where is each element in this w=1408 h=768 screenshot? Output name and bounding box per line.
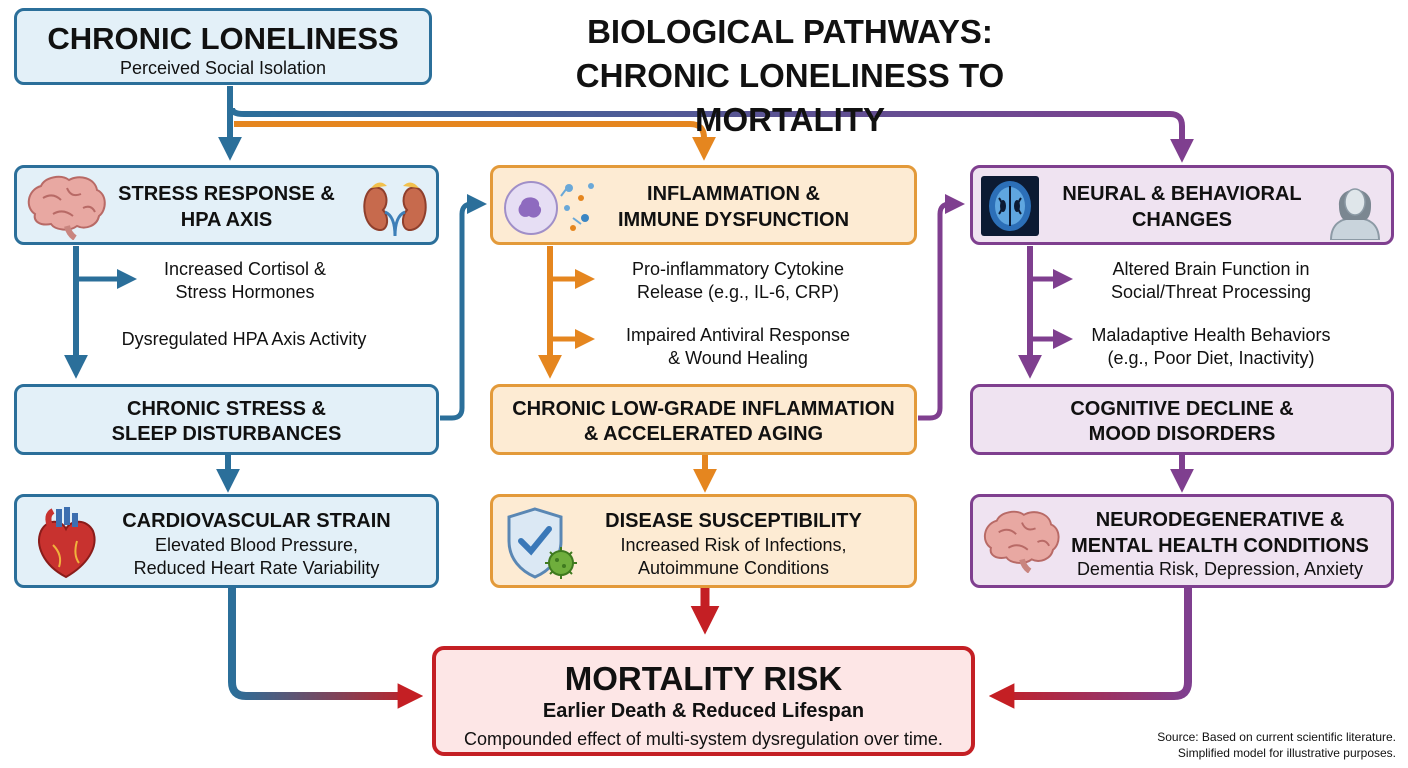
neurodegenerative-heading-line-2: MENTAL HEALTH CONDITIONS — [1071, 535, 1369, 557]
antiviral-label-line-2: & Wound Healing — [668, 348, 808, 368]
cardiovascular-line-2: Reduced Heart Rate Variability — [133, 558, 380, 578]
mortality-sub: Earlier Death & Reduced Lifespan — [542, 700, 865, 722]
hpa-label: Dysregulated HPA Axis Activity — [96, 328, 392, 351]
brain-icon — [983, 510, 1060, 573]
chronic-inflammation-line-1: CHRONIC LOW-GRADE INFLAMMATION — [512, 398, 895, 420]
diagram-title: BIOLOGICAL PATHWAYS: CHRONIC LONELINESS … — [500, 10, 1080, 142]
stress-heading-line-1: STRESS RESPONSE & — [118, 183, 335, 205]
cortisol-label-line-1: Increased Cortisol & — [163, 259, 327, 279]
heart-icon — [38, 507, 96, 579]
chronic-stress-box: CHRONIC STRESS & SLEEP DISTURBANCES — [14, 384, 439, 455]
inflammation-heading-line-2: IMMUNE DYSFUNCTION — [617, 209, 850, 231]
shield-check-icon — [507, 507, 577, 579]
brain-function-label: Altered Brain Function in Social/Threat … — [1076, 258, 1346, 304]
person-icon — [1329, 188, 1381, 240]
title-line-1: BIOLOGICAL PATHWAYS: — [587, 13, 993, 50]
neurodegenerative-heading-line-1: NEURODEGENERATIVE & — [1095, 509, 1345, 531]
disease-line-1: Increased Risk of Infections, — [620, 535, 847, 555]
neural-heading-line-1: NEURAL & BEHAVIORAL — [1062, 183, 1302, 205]
stress-response-box: STRESS RESPONSE & HPA AXIS — [14, 165, 439, 245]
source-line-1: Source: Based on current scientific lite… — [1157, 730, 1396, 744]
cytokine-label-line-2: Release (e.g., IL-6, CRP) — [636, 282, 840, 302]
kidney-adrenal-icon — [363, 182, 427, 237]
disease-susceptibility-box: DISEASE SUSCEPTIBILITY Increased Risk of… — [490, 494, 917, 588]
source-note: Source: Based on current scientific lite… — [1157, 729, 1396, 761]
neurodegenerative-line-1: Dementia Risk, Depression, Anxiety — [1076, 559, 1364, 579]
title-line-2: CHRONIC LONELINESS TO MORTALITY — [575, 57, 1005, 138]
cognitive-decline-line-2: MOOD DISORDERS — [1088, 423, 1276, 445]
cortisol-label: Increased Cortisol & Stress Hormones — [140, 258, 350, 304]
cortisol-label-line-2: Stress Hormones — [175, 282, 315, 302]
stress-heading-line-2: HPA AXIS — [180, 209, 273, 231]
chronic-inflammation-line-2: & ACCELERATED AGING — [583, 423, 824, 445]
hpa-label-text: Dysregulated HPA Axis Activity — [121, 329, 367, 349]
cardiovascular-heading: CARDIOVASCULAR STRAIN — [122, 510, 391, 532]
neural-box: NEURAL & BEHAVIORAL CHANGES — [970, 165, 1394, 245]
cytokine-label: Pro-inflammatory Cytokine Release (e.g.,… — [600, 258, 876, 304]
disease-heading: DISEASE SUSCEPTIBILITY — [605, 510, 862, 532]
neural-heading-line-2: CHANGES — [1131, 209, 1232, 231]
brain-scan-icon — [981, 176, 1039, 236]
mortality-risk-box: MORTALITY RISK Earlier Death & Reduced L… — [432, 646, 975, 756]
cognitive-decline-box: COGNITIVE DECLINE & MOOD DISORDERS — [970, 384, 1394, 455]
chronic-loneliness-heading: CHRONIC LONELINESS — [47, 21, 399, 56]
behaviors-label-line-1: Maladaptive Health Behaviors — [1091, 325, 1331, 345]
cognitive-decline-line-1: COGNITIVE DECLINE & — [1070, 398, 1294, 420]
mortality-heading: MORTALITY RISK — [564, 660, 843, 697]
chronic-stress-line-2: SLEEP DISTURBANCES — [111, 423, 342, 445]
immune-cell-icon — [504, 181, 594, 235]
cytokine-label-line-1: Pro-inflammatory Cytokine — [631, 259, 845, 279]
behaviors-label-line-2: (e.g., Poor Diet, Inactivity) — [1107, 348, 1315, 368]
neurodegenerative-box: NEURODEGENERATIVE & MENTAL HEALTH CONDIT… — [970, 494, 1394, 588]
chronic-inflammation-box: CHRONIC LOW-GRADE INFLAMMATION & ACCELER… — [490, 384, 917, 455]
cardiovascular-box: CARDIOVASCULAR STRAIN Elevated Blood Pre… — [14, 494, 439, 588]
brain-icon — [27, 175, 106, 240]
chronic-loneliness-sub: Perceived Social Isolation — [119, 58, 327, 78]
mortality-note: Compounded effect of multi-system dysreg… — [464, 729, 943, 749]
brain-function-label-line-2: Social/Threat Processing — [1110, 282, 1312, 302]
brain-function-label-line-1: Altered Brain Function in — [1112, 259, 1310, 279]
cardiovascular-line-1: Elevated Blood Pressure, — [154, 535, 359, 555]
inflammation-box: INFLAMMATION & IMMUNE DYSFUNCTION — [490, 165, 917, 245]
chronic-loneliness-box: CHRONIC LONELINESS Perceived Social Isol… — [14, 8, 432, 85]
disease-line-2: Autoimmune Conditions — [637, 558, 830, 578]
antiviral-label: Impaired Antiviral Response & Wound Heal… — [600, 324, 876, 370]
inflammation-heading-line-1: INFLAMMATION & — [647, 183, 820, 205]
behaviors-label: Maladaptive Health Behaviors (e.g., Poor… — [1076, 324, 1346, 370]
chronic-stress-line-1: CHRONIC STRESS & — [127, 398, 326, 420]
antiviral-label-line-1: Impaired Antiviral Response — [625, 325, 851, 345]
source-line-2: Simplified model for illustrative purpos… — [1177, 746, 1396, 760]
